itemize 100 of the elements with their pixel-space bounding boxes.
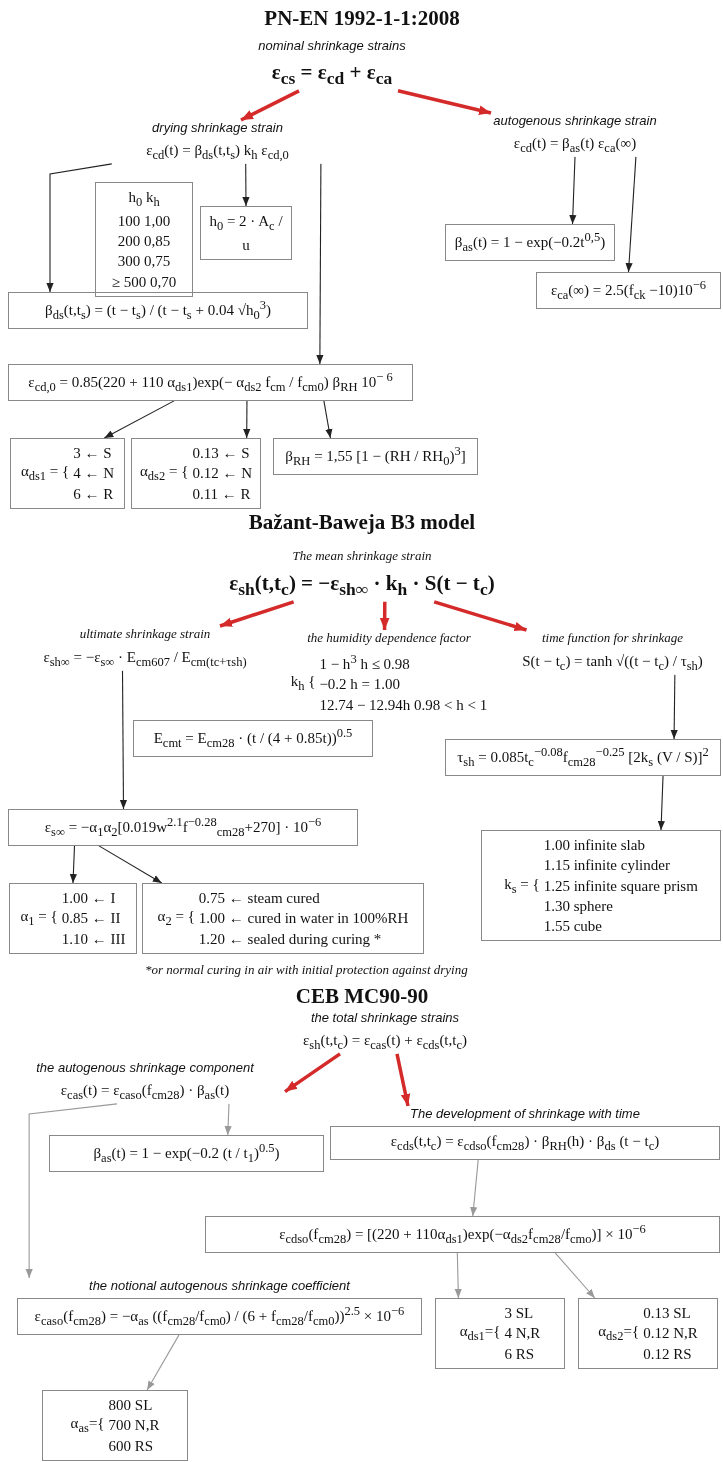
case-line: 12.74 − 12.94h 0.98 < h < 1 xyxy=(319,695,488,715)
node-label: The mean shrinkage strain xyxy=(292,548,432,564)
arrow xyxy=(657,775,665,831)
formula-box xyxy=(8,292,308,329)
case-line: 1.00 infinite slab xyxy=(543,836,645,855)
formula: ε$_{ca}$(∞) = 2.5(f$_{ck}$ −10)10$^{−6}$ xyxy=(550,277,707,304)
case-line: 1.20 ← sealed during curing * xyxy=(198,929,382,949)
arrow xyxy=(69,845,77,884)
arrow xyxy=(379,601,390,630)
case-line: 3 SL xyxy=(504,1304,534,1323)
case-line: 600 RS xyxy=(108,1436,154,1456)
formula-box xyxy=(435,1298,565,1369)
arrow xyxy=(454,1252,462,1299)
formula: β$_{as}$(t) = 1 − exp(−0.2 (t / t$_{1}$)$^{0.5}$) xyxy=(93,1140,280,1167)
arrow xyxy=(569,156,577,225)
case-line: 4 ← N xyxy=(73,464,115,484)
formula: α$_{as}$={ xyxy=(70,1414,105,1438)
arrow xyxy=(470,1159,479,1217)
table-row-text: 300 0,75 xyxy=(117,252,171,272)
arrow xyxy=(242,163,250,207)
footnote: *or normal curing in air with initial protection against drying xyxy=(145,962,468,978)
arrow xyxy=(240,89,300,122)
arrow xyxy=(284,1052,341,1094)
formula-box xyxy=(536,272,721,309)
formula: ε$_{sh}$(t,t$_{c}$) = −ε$_{sh∞}$ · k$_{h}$ · S(t − t$_{c}$) xyxy=(229,570,495,602)
formula-box xyxy=(49,1135,324,1172)
arrow xyxy=(433,600,527,632)
formula: ε$_{cd}$(t) = β$_{ds}$(t,t$_{s}$) k$_{h}$ ε$_{cd,0}$ xyxy=(146,141,289,164)
arrow xyxy=(98,845,163,884)
case-line: 1.00 ← I xyxy=(61,889,116,908)
formula: ε$_{caso}$(f$_{cm28}$) = −α$_{as}$ ((f$_{cm28}$/f$_{cm0}$) / (6 + f$_{cm28}$/f$_{cm0}$))$^{2.5}$ × 10$^{−6}$ xyxy=(34,1303,405,1330)
arrow xyxy=(25,1103,118,1279)
formula-box xyxy=(8,364,413,401)
formula-box xyxy=(133,720,373,757)
formula: ε$_{cs}$ = ε$_{cd}$ + ε$_{ca}$ xyxy=(271,59,393,91)
formula: β$_{as}$(t) = 1 − exp(−0.2t$^{0,5}$) xyxy=(454,229,606,256)
case-line: 1.25 infinite square prism xyxy=(543,876,698,896)
node-label: the notional autogenous shrinkage coefficient xyxy=(89,1278,350,1293)
formula: ε$_{cds}$(t,t$_{c}$) = ε$_{cdso}$(f$_{cm28}$) · β$_{RH}$(h) · β$_{ds}$ (t − t$_{c}$) xyxy=(390,1132,660,1155)
formula: β$_{ds}$(t,t$_{s}$) = (t − t$_{s}$) / (t − t$_{s}$ + 0.04 √h$_{0}$$^{3}$) xyxy=(45,297,271,324)
formula: α$_{2}$ = { xyxy=(157,907,195,931)
case-line: −0.2 h = 1.00 xyxy=(319,675,401,695)
case-line: 0.13 ← S xyxy=(192,444,250,463)
formula-box xyxy=(200,206,292,261)
arrow xyxy=(146,1334,180,1391)
formula: ε$_{cd}$(t) = β$_{as}$(t) ε$_{ca}$(∞) xyxy=(513,134,637,157)
table-box xyxy=(95,182,193,297)
section-heading: Bažant-Baweja B3 model xyxy=(248,510,476,535)
case-line: 0.75 ← steam cured xyxy=(198,889,320,908)
arrow xyxy=(395,1053,411,1107)
node-label: time function for shrinkage xyxy=(541,630,684,646)
formula: α$_{ds2}$={ xyxy=(598,1322,640,1346)
section-heading: PN-EN 1992-1-1:2008 xyxy=(264,6,460,31)
formula-box xyxy=(578,1298,718,1369)
formula-box xyxy=(131,438,261,509)
formula: S(t − t$_{c}$) = tanh √((t − t$_{c}$) / τ$_{sh}$) xyxy=(522,652,703,675)
section-heading: CEB MC90-90 xyxy=(295,984,429,1009)
table-row-text: 200 0,85 xyxy=(117,232,171,252)
arrow xyxy=(554,1252,596,1299)
node-label: the autogenous shrinkage component xyxy=(36,1060,254,1075)
case-line: 700 N,R xyxy=(108,1416,160,1436)
node-label: ultimate shrinkage strain xyxy=(79,626,211,642)
case-line: 0.11 ← R xyxy=(192,484,251,504)
arrow xyxy=(323,400,333,439)
node-label: drying shrinkage strain xyxy=(152,120,283,135)
formula-box xyxy=(10,438,125,509)
arrow xyxy=(219,600,295,628)
case-line: 1.00 ← cured in water in 100%RH xyxy=(198,909,409,929)
formula-box xyxy=(481,830,721,942)
formula: ε$_{cd,0}$ = 0.85(220 + 110 α$_{ds1}$)exp(− α$_{ds2}$ f$_{cm}$ / f$_{cm0}$) β$_{RH}$ 10$^{− 6}$ xyxy=(28,369,393,396)
formula-box xyxy=(42,1390,188,1461)
formula-box xyxy=(142,883,424,954)
formula: ε$_{sh∞}$ = −ε$_{s∞}$ · E$_{cm607}$ / E$_{cm(tc+τsh)}$ xyxy=(43,648,247,671)
case-line: 0.12 ← N xyxy=(192,464,252,484)
table-row-text: ≥ 500 0,70 xyxy=(111,272,177,292)
formula: k$_{s}$ = { xyxy=(504,874,540,898)
formula-box xyxy=(205,1216,720,1253)
formula: E$_{cmt}$ = E$_{cm28}$ · (t / (4 + 0.85t))$^{0.5}$ xyxy=(153,725,353,752)
case-line: 6 ← R xyxy=(73,484,114,504)
case-line: 3 ← S xyxy=(73,444,112,463)
node-label: The development of shrinkage with time xyxy=(410,1106,640,1121)
case-line: 0.13 SL xyxy=(643,1304,691,1323)
formula: ε$_{cas}$(t) = ε$_{caso}$(f$_{cm28}$) · β$_{as}$(t) xyxy=(60,1081,230,1104)
case-line: 1.55 cube xyxy=(543,917,603,936)
formula: k$_{h}$ { xyxy=(290,671,316,695)
arrow xyxy=(243,400,251,439)
arrow xyxy=(316,163,324,365)
formula-box xyxy=(8,809,358,846)
case-line: 0.12 RS xyxy=(643,1344,692,1364)
case-line: 1.15 infinite cylinder xyxy=(543,856,670,876)
formula: α$_{ds1}$={ xyxy=(459,1322,501,1346)
arrow xyxy=(670,674,678,740)
arrow xyxy=(224,1103,232,1136)
arrow xyxy=(625,156,637,273)
formula: α$_{1}$ = { xyxy=(20,907,58,931)
case-line: 0.12 N,R xyxy=(643,1324,698,1344)
node-label: the humidity dependence factor xyxy=(307,630,471,646)
table-row-text: h$_{0}$ k$_{h}$ xyxy=(128,188,160,211)
case-line: 1 − h$^{3}$ h ≤ 0.98 xyxy=(319,651,410,674)
formula: β$_{RH}$ = 1,55 [1 − (RH / RH$_{0}$)$^{3}$] xyxy=(285,443,466,470)
